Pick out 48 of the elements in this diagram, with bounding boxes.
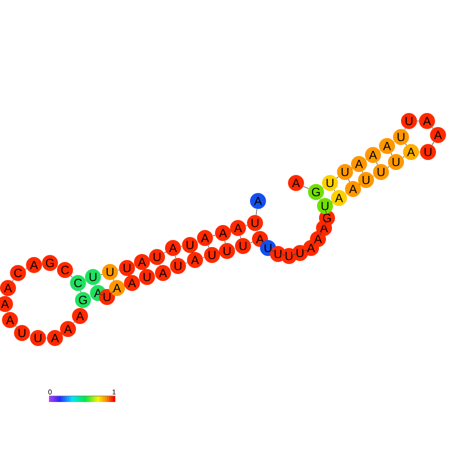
backbone-line xyxy=(325,210,327,214)
backbone-line xyxy=(303,249,308,252)
backbone-line xyxy=(100,274,102,275)
backbone-line xyxy=(402,156,404,158)
backbone-line xyxy=(73,322,75,324)
backbone-line xyxy=(256,208,258,216)
backbone-line xyxy=(336,176,339,178)
base-pair-line xyxy=(112,279,114,281)
backbone-line xyxy=(303,186,309,189)
backbone-line xyxy=(320,232,322,236)
base-pair-line xyxy=(405,144,407,146)
node-label: G xyxy=(322,214,331,222)
backbone-line xyxy=(250,242,253,244)
node-label: A xyxy=(314,234,322,244)
backbone-line xyxy=(432,142,434,146)
base-pair-line xyxy=(240,236,242,238)
backbone-line xyxy=(25,268,27,270)
backbone-line xyxy=(280,254,286,256)
backbone-line xyxy=(292,254,298,256)
backbone-line xyxy=(110,291,114,294)
base-pair-line xyxy=(224,240,226,244)
backbone-line xyxy=(324,220,327,226)
node-label: U xyxy=(274,250,282,258)
base-pair-line xyxy=(174,256,176,258)
backbone-line xyxy=(388,166,390,168)
backbone-line xyxy=(404,128,406,130)
backbone-line xyxy=(15,326,17,328)
node-label: U xyxy=(296,248,304,258)
backbone-line xyxy=(70,276,72,278)
base-pair-line xyxy=(390,152,392,156)
backbone-line xyxy=(270,249,276,253)
base-pair-line xyxy=(362,171,364,173)
backbone-line xyxy=(246,225,248,226)
base-pair-line xyxy=(208,245,210,248)
backbone-line xyxy=(312,241,316,246)
backbone-line xyxy=(262,242,266,246)
backbone-line xyxy=(99,293,106,297)
base-pair-line xyxy=(80,290,81,292)
backbone-line xyxy=(164,252,166,254)
backbone-line xyxy=(212,234,216,236)
node-label: U xyxy=(286,252,292,260)
base-pair-line xyxy=(376,162,378,165)
backbone-line xyxy=(185,262,188,264)
backbone-line xyxy=(432,127,434,129)
backbone-line xyxy=(12,280,14,282)
base-pair-line xyxy=(348,179,350,182)
backbone-line xyxy=(416,120,420,122)
backbone-line xyxy=(202,257,204,258)
